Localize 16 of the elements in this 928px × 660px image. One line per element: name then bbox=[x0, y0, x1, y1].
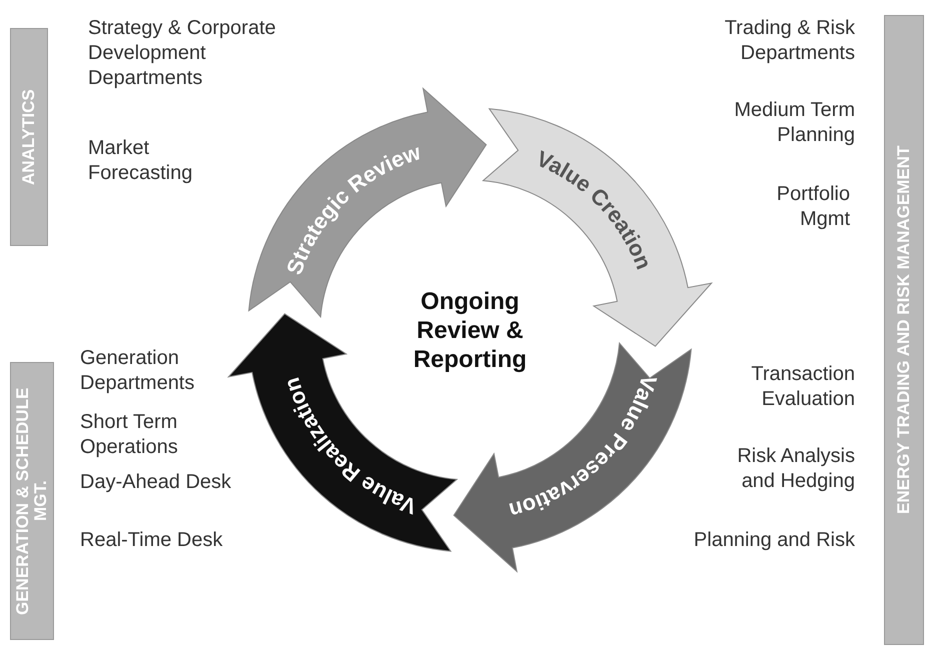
department-label: Transaction Evaluation bbox=[750, 362, 855, 412]
department-label: Generation Departments bbox=[80, 346, 196, 396]
center-label: Ongoing Review & Reporting bbox=[380, 288, 560, 374]
department-label: Trading & Risk Departments bbox=[724, 16, 855, 66]
department-label: Day-Ahead Desk bbox=[80, 470, 232, 495]
department-label: Risk Analysis and Hedging bbox=[736, 444, 855, 494]
department-label: Planning and Risk bbox=[692, 528, 855, 553]
department-label: Market Forecasting bbox=[88, 136, 194, 186]
category-band: ENERGY TRADING AND RISK MANAGEMENT bbox=[884, 15, 924, 645]
department-label: Real-Time Desk bbox=[80, 528, 224, 553]
category-band: GENERATION & SCHEDULE MGT. bbox=[10, 362, 54, 640]
department-label: Medium Term Planning bbox=[733, 98, 855, 148]
department-label: Strategy & Corporate Development Departments bbox=[88, 16, 277, 91]
department-label: Short Term Operations bbox=[80, 410, 179, 460]
department-label: Portfolio Mgmt bbox=[776, 182, 850, 232]
category-band: ANALYTICS bbox=[10, 28, 48, 246]
